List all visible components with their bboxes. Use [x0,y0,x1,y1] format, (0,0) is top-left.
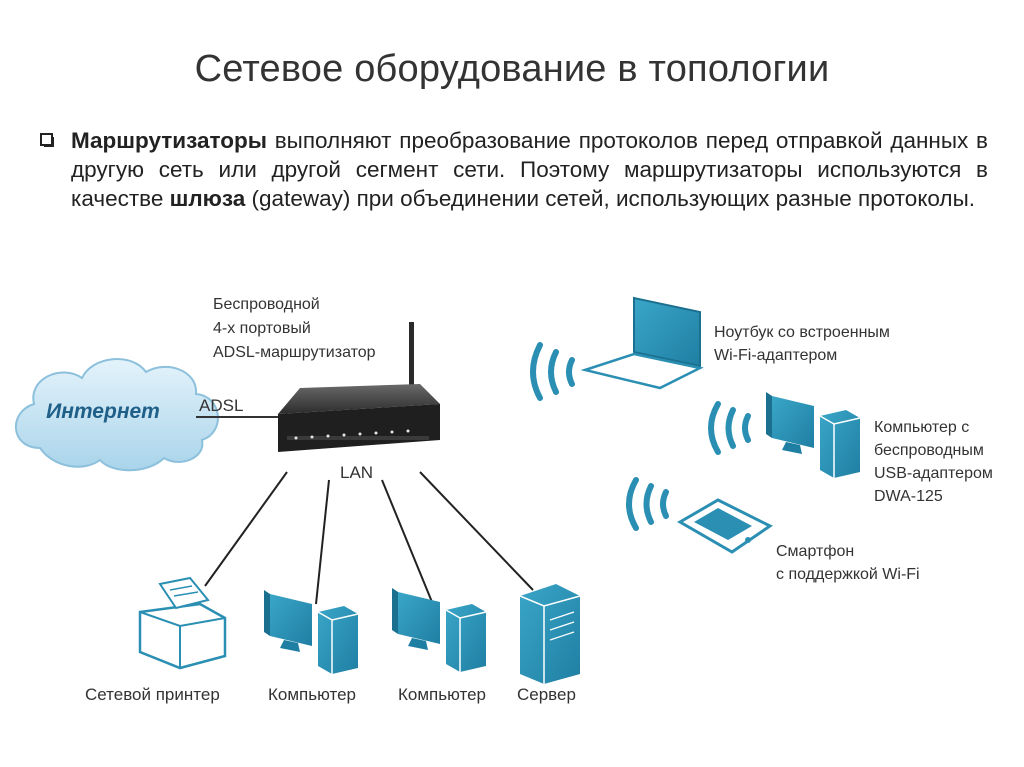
printer-icon [138,576,227,670]
computer-1-icon [264,590,359,674]
router-label-line-1: Беспроводной [213,296,320,313]
slide-title: Сетевое оборудование в топологии [194,48,830,90]
bullet-paragraph: Маршрутизаторы выполняют преобразование … [40,126,988,213]
smartphone-icon [677,498,773,554]
lan-label: LAN [340,463,373,482]
computer-2-label: Компьютер [398,685,486,704]
cloud-label: Интернет [46,400,160,423]
smartphone-label-line-2: с поддержкой Wi-Fi [776,566,920,583]
internet-cloud-icon [15,358,219,472]
laptop-label-line-2: Wi-Fi-адаптером [714,347,837,364]
wifi-waves-smartphone-icon [626,477,669,531]
router-icon [278,322,440,452]
server-label: Сервер [517,685,576,704]
desktop-label-line-2: беспроводным [874,442,984,459]
printer-label: Сетевой принтер [85,685,220,704]
desktop-label-line-3: USB-адаптером [874,465,993,482]
router-label-line-2: 4-х портовый [213,320,311,337]
bullet-text: Маршрутизаторы выполняют преобразование … [71,126,988,213]
lan-cables [204,471,534,605]
desktop-label-line-1: Компьютер с [874,419,969,436]
bullet-text-part-1: выполняют преобразование протоколов пере… [71,128,988,211]
checkbox-bullet-icon [40,133,54,147]
gateway-term: шлюза [169,186,246,211]
desktop-label-line-4: DWA-125 [874,488,943,505]
laptop-label-line-1: Ноутбук со встроенным [714,324,890,341]
computer-1-label: Компьютер [268,685,356,704]
wifi-waves-desktop-icon [708,401,751,455]
smartphone-label-line-1: Смартфон [776,543,854,560]
server-icon [519,584,581,684]
computer-2-icon [392,588,487,672]
router-label-line-3: ADSL-маршрутизатор [213,344,376,361]
laptop-icon [580,296,704,390]
adsl-label: ADSL [199,396,243,415]
bullet-text-part-2: (gateway) при объединении сетей, использ… [245,186,975,211]
wireless-desktop-icon [766,392,861,478]
wifi-waves-laptop-icon [530,342,575,401]
router-term: Маршрутизаторы [71,128,267,153]
